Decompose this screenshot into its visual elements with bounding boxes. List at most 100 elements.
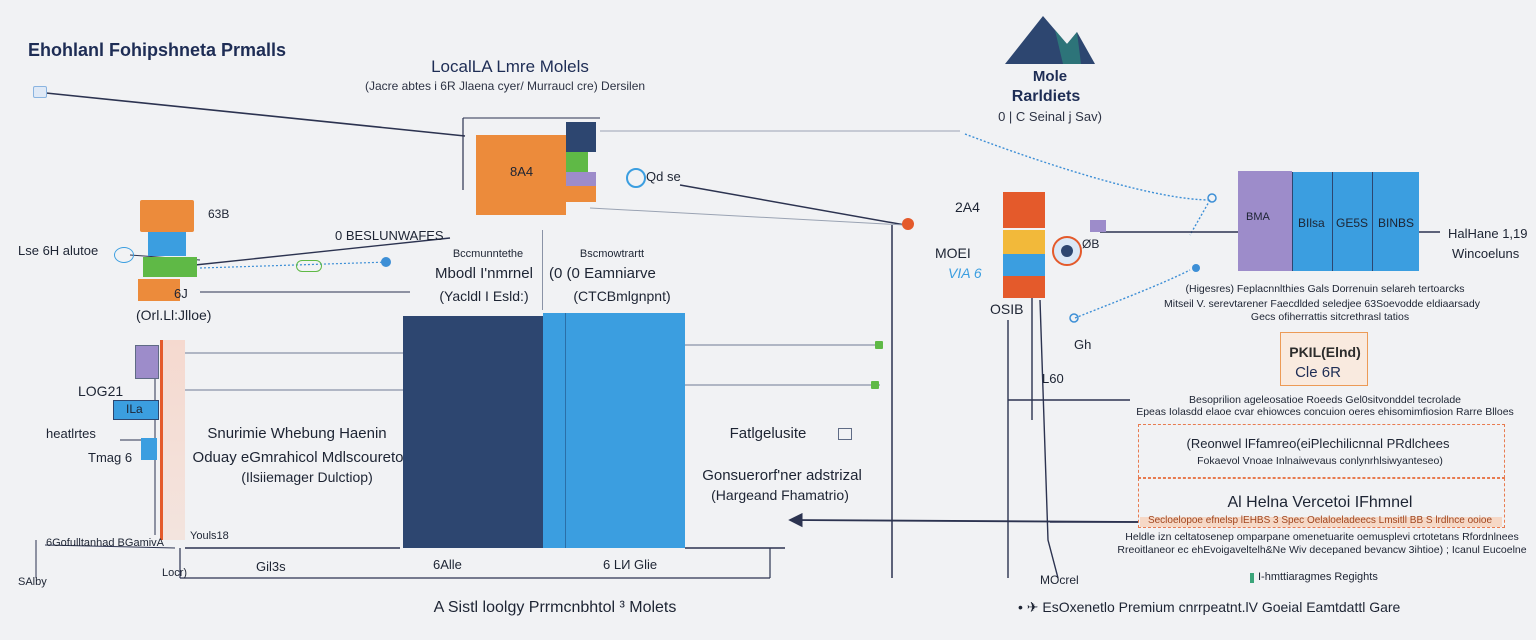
left-tag-top: 63B [208,207,230,221]
left-bottom-label: 6Gofulltanhad BGamivA [46,537,165,549]
center-orange-block: 8A4 [476,135,566,215]
left-small-blue-block [141,438,157,460]
panel-blue-segment-1 [1292,172,1333,271]
panel-label-4: BINBS [1378,216,1415,230]
footer-caption: A Sistl loolgy Prrmcnbhtol ³ Molets [433,599,677,616]
logo-line-2: Rarldiets [1011,88,1081,105]
right-block-line-1: Fatlgelusite [729,425,807,442]
center-purple-chip [566,172,596,186]
center-orange-chip [566,186,596,202]
blue-main-block [543,313,685,548]
refresh-icon [626,168,646,188]
panel-label-2: BIlsa [1298,216,1325,230]
box2-strip-text: Secloelopoe efnelsp lEHBS 3 Spec Oelaloe… [1147,515,1493,526]
mid-glyph: (0 (0 [549,265,580,282]
navy-main-block [403,316,543,548]
right-tag-gh: Gh [1074,337,1092,352]
check-icon [871,381,879,389]
right-purple-chip [1090,220,1106,232]
right-mod-label: MOEI [935,245,971,261]
right-tag-bottom: MOcrel [1040,573,1079,587]
small-box-icon [838,428,852,440]
stamp-line-1: PKIL(Elnd) [1289,344,1361,360]
left-bottom-label-2: SAlby [18,576,47,588]
panel-blue-segment-3 [1372,172,1419,271]
center-orange-label: 8A4 [510,164,534,179]
box1-line-2: Fokaevol Vnoae Inlnaiwevaus conlynrhlsiw… [1197,455,1443,467]
blue-divider [565,313,566,548]
left-vertical-bar [160,340,185,540]
connector-port-icon [33,86,47,98]
desc-line-1: (Higesres) Feplacnnlthies Gals Dorrenuin… [1185,283,1465,295]
mid-left-title: Bccmunntethe [452,248,524,260]
right-mod-sub: VIA 6 [948,265,982,281]
axis-label-1: Gil3s [256,559,286,574]
center-navy-chip [566,122,596,152]
left-label: Lse 6H alutoe [18,243,99,258]
left-blue-block [148,232,186,256]
mid-right-line-2: Eamniarve [584,265,656,282]
header-heading: LocalLA Lmre Molels [431,57,589,76]
mid-divider [542,230,543,310]
check-icon [875,341,883,349]
ring-icon [114,247,134,263]
stamp-line-2: Cle 6R [1295,364,1341,381]
eye-icon [1052,236,1082,266]
box2-line-1: Heldle izn celtatosenep omparpane omenet… [1125,531,1519,543]
left-label-tmag: Tmag 6 [88,450,133,465]
panel-label-3: GE5S [1336,216,1369,230]
panel-side-label-2: Wincoeluns [1452,246,1520,261]
axis-label-3: 6 LИ Glie [603,557,658,572]
right-side-tag: ØB [1082,237,1100,251]
box1-line-1: (Reonwel lFfamreo(eiPlechilicnnal PRdlch… [1186,436,1450,451]
box2-strip-bg [1140,517,1502,527]
left-badge: ILa [113,400,159,420]
left-badge-text: ILa [126,402,143,416]
mid-right-line-3: (CTCBmlgnpnt) [573,288,671,304]
eye-pupil [1061,245,1073,257]
left-tag-lower: (Orl.Ll:Jlloe) [136,307,212,323]
diagram-title: Ehohlanl Fohipshneta Prmalls [28,40,287,60]
box2-line-2: Rreoitlaneor ec ehEvoigaveltelh&Ne Wiv d… [1117,544,1527,556]
panel-purple-segment [1238,171,1292,271]
right-tag-60: L60 [1042,371,1064,386]
left-tag-mid: 6J [174,286,188,301]
center-green-chip [566,152,588,172]
left-orange-block-2 [138,279,180,301]
left-label-local: LOG21 [78,383,124,399]
desc-line-2: Mitseil V. serevtarener Faecdlded seledj… [1164,298,1480,310]
mountain-logo-icon [1005,16,1095,64]
axis-label-2: 6Alle [433,557,462,572]
header-subheading: (Jacre abtes i 6R Jlaena cyer/ Murraucl … [364,79,646,93]
link-icon [296,260,322,272]
left-tick-loci: Locr) [162,567,188,579]
panel-blue-segment-2 [1332,172,1373,271]
right-block-line-3: (Hargeand Fhamatrio) [711,487,849,503]
center-arrow-label: 0 BESLUNWAFES [335,228,444,243]
left-block-line-1: Snurimie Whebung Haenin [207,425,387,442]
left-tick-18: Youls18 [190,530,229,542]
right-red-block [1003,192,1045,228]
right-node-label: OSIB [990,301,1024,317]
panel-label-1: BMA [1246,211,1270,223]
right-stack-label: 2A4 [955,199,980,215]
left-block-line-3: (Ilsiiemager Dulctiop) [241,469,373,485]
right-red-block-2 [1003,276,1045,298]
left-green-block [143,257,197,277]
right-amber-block [1003,230,1045,254]
info-box-1 [1138,424,1505,478]
desc-line-3: Gecs ofiherrattis sitcrethrasl tatios [1250,311,1410,323]
right-block-line-2: Gonsuerorf'ner adstrizal [702,467,862,484]
mid-right-title: Bscmowtrartt [579,248,645,260]
list-bullet [1250,573,1254,583]
left-block-line-2: Oduay eGmrahicol Mdlscoureto [192,449,404,466]
left-label-features: heatlrtes [46,426,96,441]
panel-side-label-1: HalHane 1,19 [1448,226,1528,241]
list-small-item: I-hmttiaragmes Regights [1258,571,1378,583]
mid-left-line-3: (Yacldl I Esld:) [439,288,529,304]
info-box-2 [1138,478,1505,528]
stamp-box [1280,332,1368,386]
box2-title: Al Helna Vercetoi IFhmnel [1227,494,1413,511]
list-line-1: Besoprilion ageleosatioe Roeeds Gel0sitv… [1188,394,1462,406]
